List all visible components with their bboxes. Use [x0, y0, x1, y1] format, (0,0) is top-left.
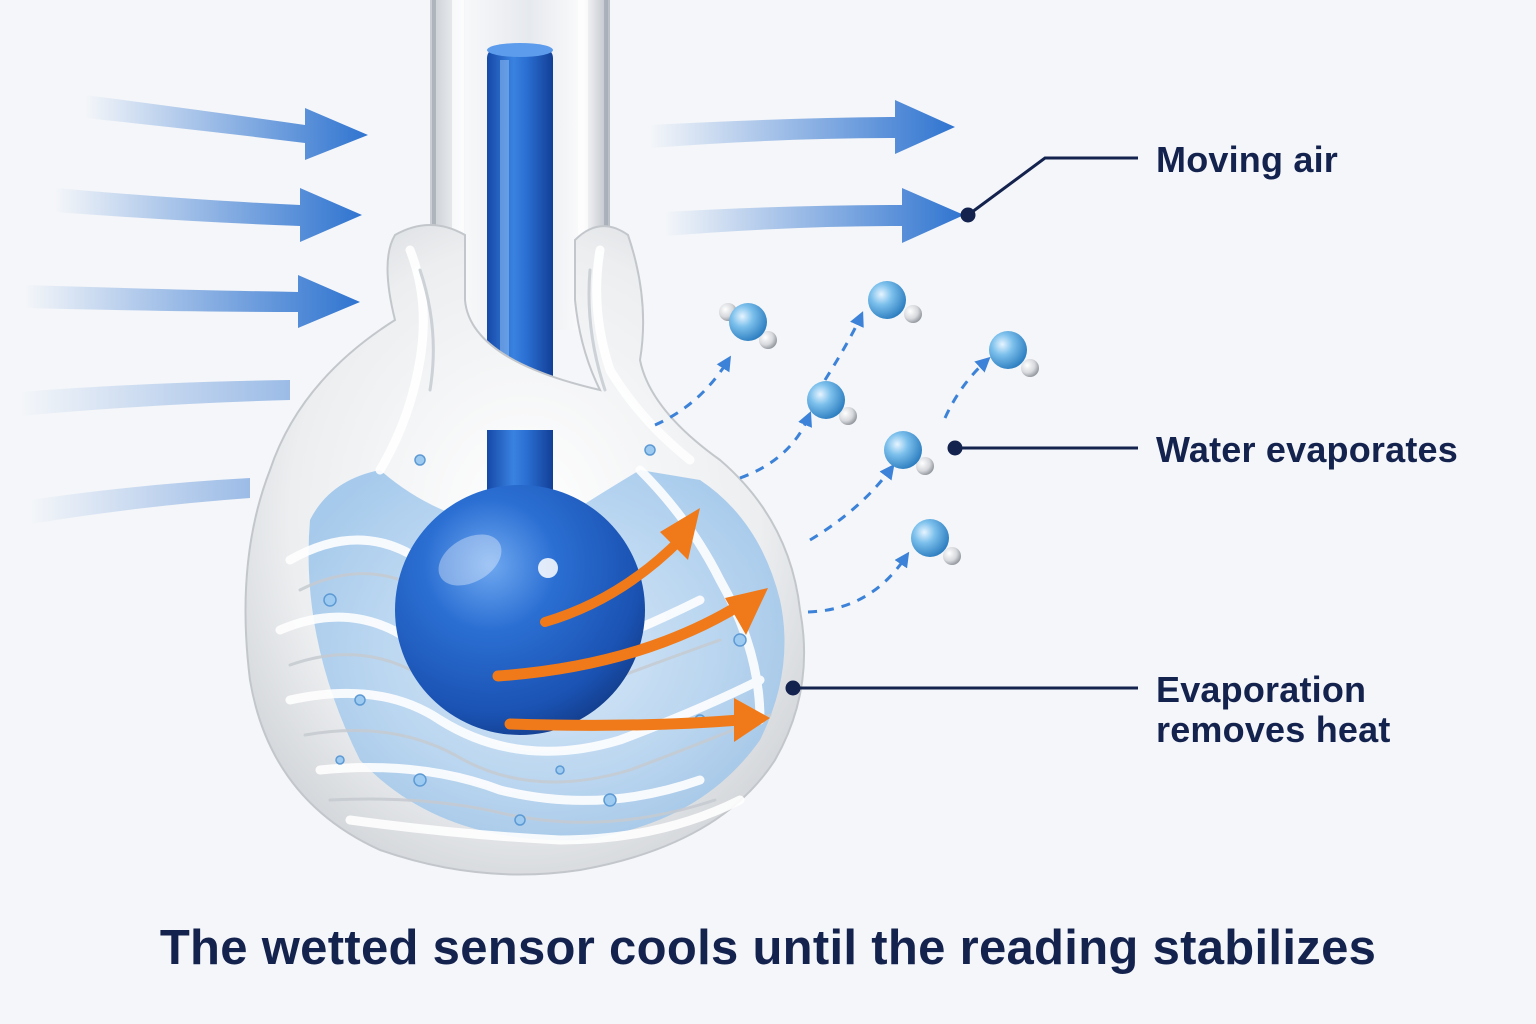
airflow-streak-icon	[30, 478, 250, 524]
airflow-arrow-icon	[665, 188, 964, 243]
label-evaporation-line-2: removes heat	[1156, 709, 1391, 750]
water-molecules	[719, 281, 1039, 565]
label-evaporation-line-1: Evaporation	[1156, 669, 1367, 710]
label-water-evaporates: Water evaporates	[1156, 429, 1458, 470]
heat-arrow-icon	[492, 588, 768, 682]
label-moving-air: Moving air	[1156, 139, 1339, 180]
water-molecule-icon	[989, 331, 1039, 377]
water-molecule-icon	[719, 303, 777, 349]
callout-leaders	[785, 156, 1138, 696]
airflow-arrow-icon	[25, 275, 360, 328]
airflow-arrow-icon	[55, 188, 362, 242]
outgoing-airflow-arrows	[650, 100, 964, 243]
water-molecule-icon	[884, 431, 934, 475]
airflow-arrow-icon	[650, 100, 955, 154]
water-molecule-icon	[868, 281, 922, 323]
airflow-arrow-icon	[85, 95, 368, 160]
diagram-caption: The wetted sensor cools until the readin…	[159, 921, 1377, 975]
water-molecule-icon	[807, 381, 857, 425]
heat-arrow-icon	[504, 698, 770, 742]
leader-water-evaporates	[947, 440, 1138, 456]
water-molecule-icon	[911, 519, 961, 565]
leader-moving-air	[960, 156, 1138, 223]
airflow-streak-icon	[20, 380, 290, 416]
leader-evaporation-heat	[785, 680, 1138, 696]
label-evaporation-removes-heat: Evaporation removes heat	[1156, 670, 1391, 750]
incoming-airflow-arrows	[20, 95, 368, 524]
thermometer-bulb	[395, 430, 645, 735]
heat-arrow-icon	[540, 508, 700, 627]
heat-arrows	[492, 508, 770, 742]
evaporation-paths	[654, 311, 991, 614]
